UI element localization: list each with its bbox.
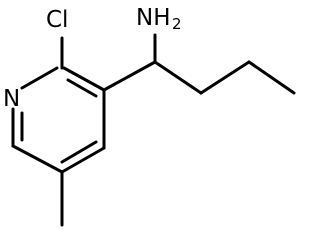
atom-label-n: N [3, 86, 20, 112]
bond-c4-c5-inner [60, 140, 98, 164]
bond-c4-c5 [60, 146, 106, 174]
structure-canvas: Cl N NH 2 [3, 5, 296, 227]
atom-label-nh2-subscript: 2 [172, 15, 182, 33]
atom-label-nh: NH [136, 5, 171, 31]
bond-c5-c6 [11, 144, 64, 174]
bond-n1-c2 [20, 66, 59, 90]
bond-c3-ch [102, 60, 157, 92]
bond-c2-c3 [62, 66, 106, 92]
bond-ch-c1 [153, 60, 203, 95]
bond-c1-c2-chain [199, 60, 251, 95]
molecule-diagram: Cl N NH 2 [3, 5, 296, 227]
bond-c2-c3-inner [66, 78, 98, 98]
bond-c2-c3-chain [247, 60, 296, 95]
atom-label-cl: Cl [46, 7, 68, 33]
